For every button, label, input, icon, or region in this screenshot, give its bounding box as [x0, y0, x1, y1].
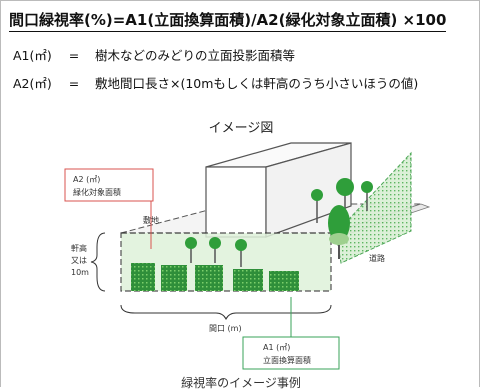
definition-a2-key: A2(㎡)	[13, 76, 52, 91]
definition-a1: A1(㎡) = 樹木などのみどりの立面投影面積等	[13, 45, 295, 64]
label-height-1: 軒高	[71, 243, 87, 253]
front-trees	[185, 237, 247, 267]
formula-heading: 間口緑視率(%)=A1(立面換算面積)/A2(緑化対象立面積) ×100	[9, 9, 447, 32]
label-site: 敷地	[143, 215, 159, 225]
figure-caption: 緑視率のイメージ事例	[181, 376, 301, 390]
callout-a2-line1: A2 (㎡)	[73, 175, 100, 184]
definition-a2-equals: =	[68, 76, 80, 91]
definition-a1-key: A1(㎡)	[13, 48, 52, 63]
label-height-3: 10m	[71, 268, 89, 277]
callout-a1-line1: A1 (㎡)	[263, 343, 290, 352]
side-trees	[311, 178, 373, 259]
height-brace	[90, 232, 106, 292]
callout-a1-line2: 立面換算面積	[263, 355, 311, 365]
definition-a1-equals: =	[68, 48, 80, 63]
label-road: 道路	[369, 253, 385, 263]
definition-a2: A2(㎡) = 敷地間口長さ×(10mもしくは軒高のうち小さいほうの値)	[13, 73, 418, 92]
callout-a2-box	[64, 168, 154, 202]
front-hedges	[131, 263, 299, 291]
callout-a2-line2: 緑化対象面積	[73, 187, 121, 197]
figure-title: イメージ図	[208, 121, 274, 136]
definition-a2-text: 敷地間口長さ×(10mもしくは軒高のうち小さいほうの値)	[94, 76, 419, 91]
label-frontage: 間口 (m)	[209, 324, 242, 333]
side-green-plane	[335, 151, 412, 264]
label-height-2: 又は	[71, 256, 87, 265]
frontage-brace	[120, 304, 332, 321]
definition-a1-text: 樹木などのみどりの立面投影面積等	[94, 48, 295, 63]
